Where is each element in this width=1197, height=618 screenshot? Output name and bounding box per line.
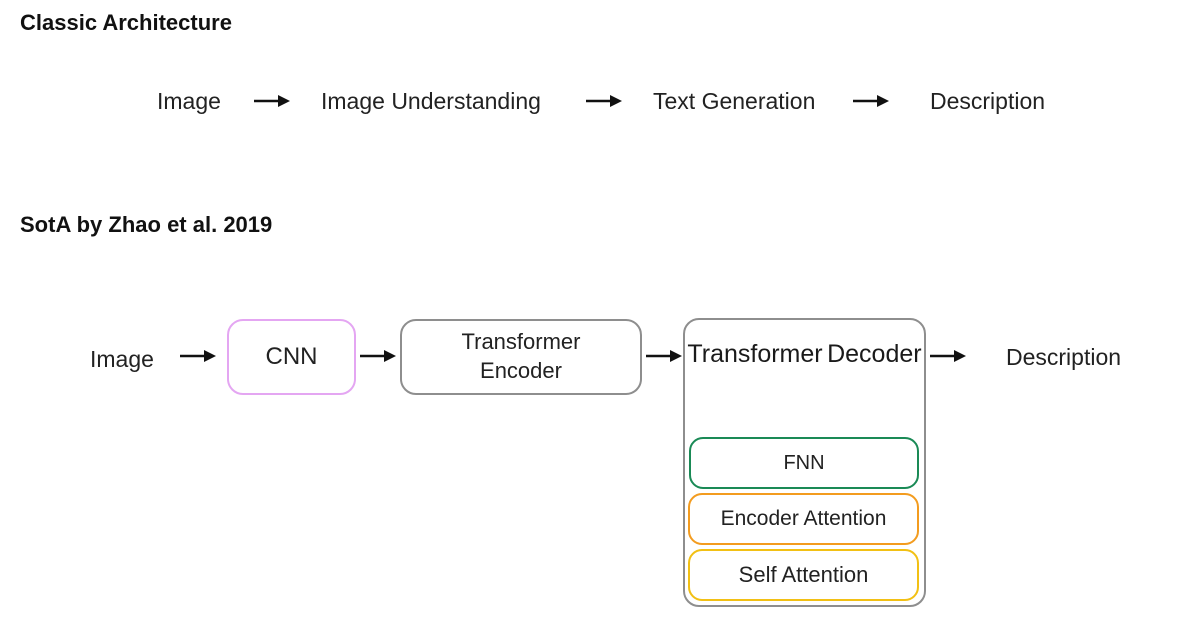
arrow-icon [586,95,622,107]
transformer-decoder-title: Transformer Decoder [683,338,926,372]
self-attention-layer-box: Self Attention [688,549,919,601]
arrow-icon [360,350,396,362]
arrow-icon [853,95,889,107]
arrow-icon [646,350,682,362]
classic-step-text-generation: Text Generation [653,88,816,114]
encoder-label-line-1: Transformer [461,329,581,355]
classic-step-description: Description [930,88,1046,114]
transformer-encoder-label: Transformer Encoder [462,328,581,385]
encoder-attention-layer-box: Encoder Attention [688,493,919,545]
cnn-label: CNN [265,343,318,370]
decoder-title-line-1: Transformer [687,340,823,368]
transformer-encoder-box: Transformer Encoder [400,319,642,395]
cnn-box: CNN [227,319,356,395]
self-attention-label: Self Attention [738,562,869,587]
classic-heading: Classic Architecture [20,10,232,35]
sota-output-description: Description [1006,344,1122,370]
encoder-label-line-2: Encoder [480,358,562,383]
encoder-attention-label: Encoder Attention [720,507,887,530]
fnn-label: FNN [783,451,825,474]
sota-heading: SotA by Zhao et al. 2019 [20,212,273,237]
arrow-icon [930,350,966,362]
arrow-icon [254,95,290,107]
decoder-title-line-2: Decoder [827,340,922,368]
fnn-layer-box: FNN [689,437,919,489]
arrow-icon [180,350,216,362]
sota-input-image: Image [90,346,154,372]
classic-step-image-understanding: Image Understanding [321,88,541,114]
classic-step-image: Image [157,88,221,114]
